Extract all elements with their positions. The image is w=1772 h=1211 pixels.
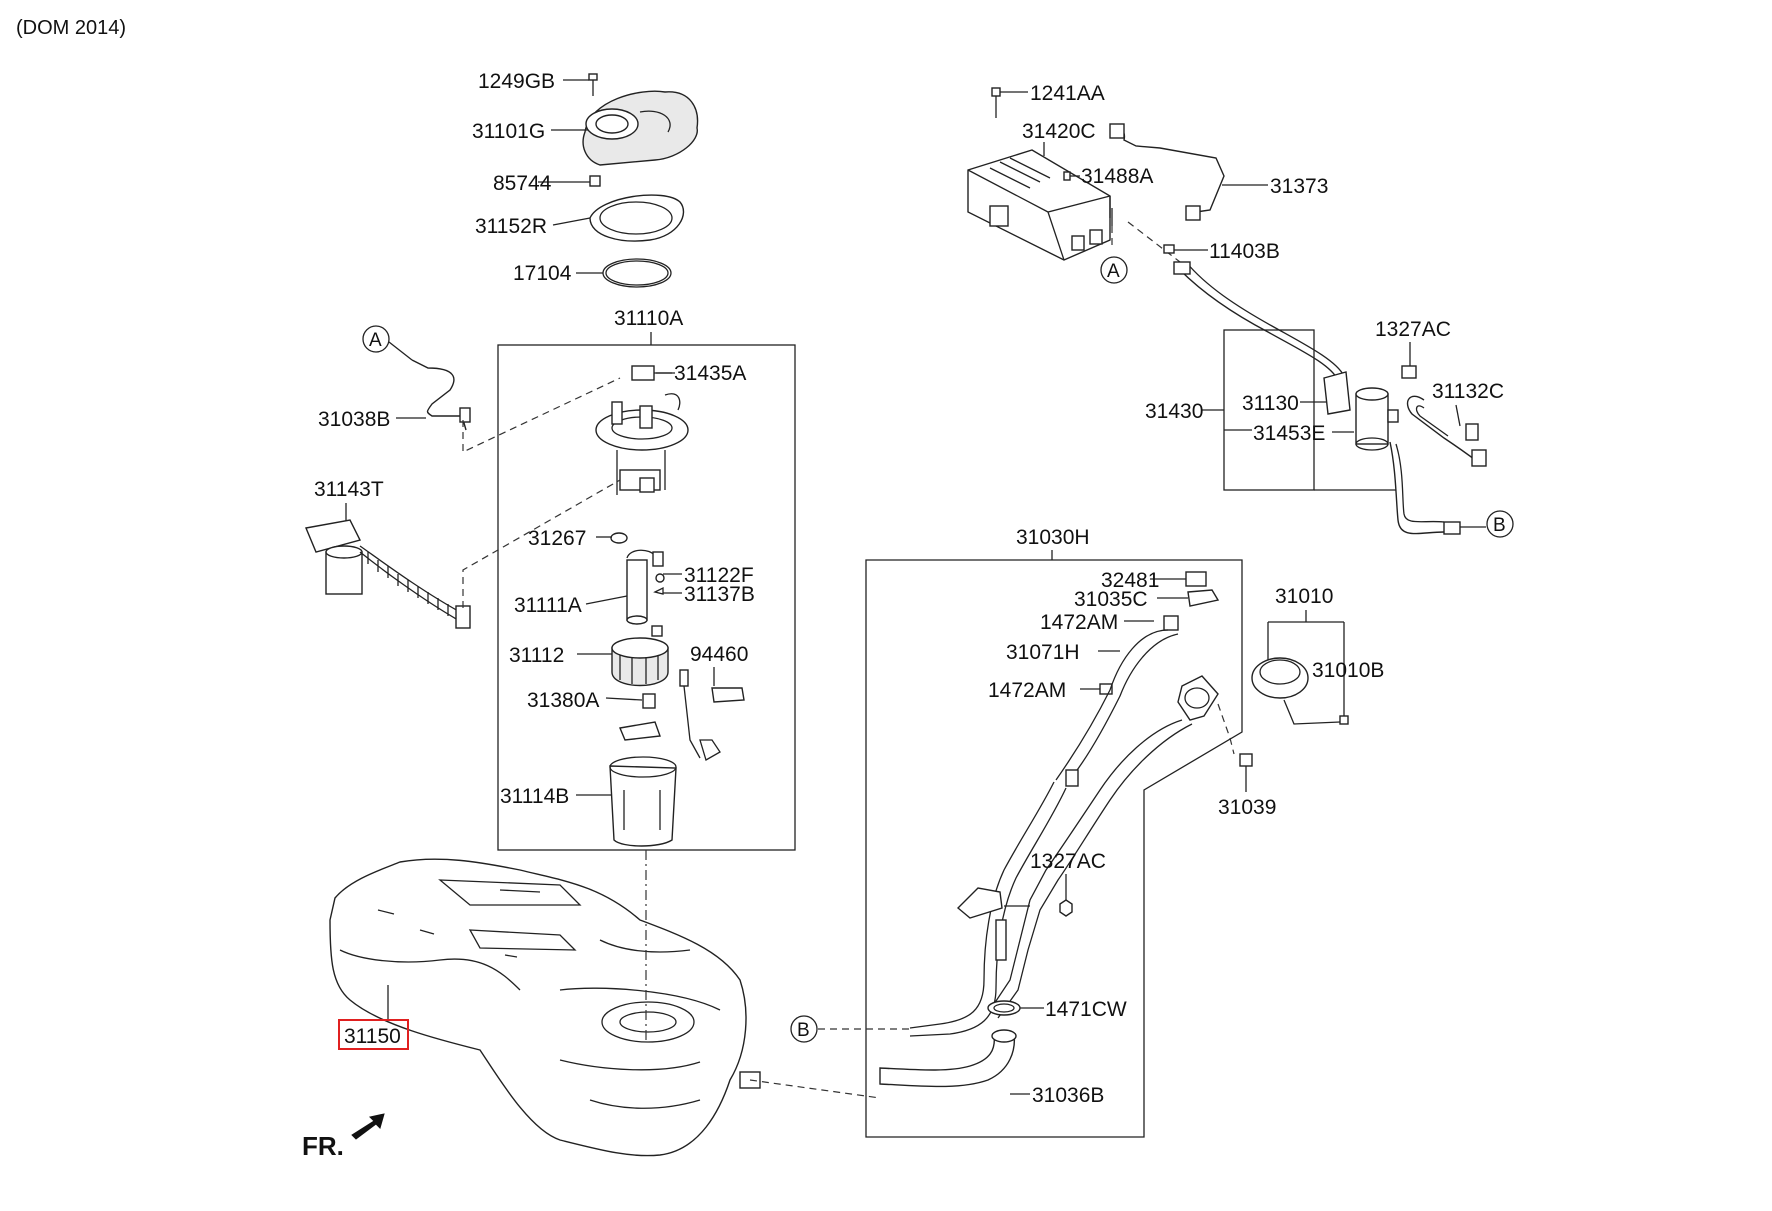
part-label-85744: 85744 (493, 172, 552, 195)
charcoal-canister-31420C (967, 149, 1111, 261)
front-direction-label: FR. (302, 1131, 344, 1161)
part-label-17104: 17104 (513, 262, 572, 285)
fuel-pump-module (595, 365, 745, 847)
filler-hose-31036B (879, 1029, 1017, 1088)
callout-b-left: B (797, 1020, 810, 1041)
callout-a-circle-right (1100, 256, 1128, 284)
part-label-31453E: 31453E (1253, 422, 1325, 445)
part-label-1472AM-b: 1472AM (988, 679, 1066, 702)
cover-plate-assembly (582, 73, 699, 288)
part-label-31122F: 31122F (684, 564, 754, 587)
part-label-31036B: 31036B (1032, 1084, 1104, 1107)
part-label-1327AC-top: 1327AC (1375, 318, 1451, 341)
fuel-filter-31143T (305, 519, 471, 629)
highlight-box-31150 (338, 1019, 409, 1050)
filler-neck-31030H (909, 629, 1219, 1037)
callout-b-right: B (1493, 515, 1506, 536)
part-label-31110A: 31110A (614, 307, 683, 330)
part-label-1249GB: 1249GB (478, 70, 555, 93)
part-label-1241AA: 1241AA (1030, 82, 1105, 105)
model-year-note: (DOM 2014) (16, 17, 126, 39)
callout-a-left: A (369, 330, 382, 351)
part-label-94460: 94460 (690, 643, 748, 666)
callout-b-circle-right (1486, 510, 1514, 538)
vent-hose-31132C (1406, 395, 1487, 467)
part-label-31071H: 31071H (1006, 641, 1080, 664)
part-label-31373: 31373 (1270, 175, 1328, 198)
part-label-31035C: 31035C (1074, 588, 1148, 611)
part-label-1472AM-a: 1472AM (1040, 611, 1118, 634)
part-label-31430: 31430 (1145, 400, 1203, 423)
part-label-31114B: 31114B (500, 785, 569, 808)
part-label-11403B: 11403B (1209, 240, 1280, 263)
part-label-31010: 31010 (1275, 585, 1333, 608)
part-label-32481: 32481 (1101, 569, 1159, 592)
part-label-1471CW: 1471CW (1045, 998, 1127, 1021)
front-direction-arrow-icon (351, 1113, 385, 1140)
fuel-line-31038B (411, 359, 467, 431)
part-label-31112: 31112 (509, 644, 564, 667)
part-label-31488A: 31488A (1081, 165, 1153, 188)
part-label-31380A: 31380A (527, 689, 599, 712)
part-label-31039: 31039 (1218, 796, 1276, 819)
part-label-31111A: 31111A (514, 594, 582, 617)
part-label-31137B: 31137B (684, 583, 755, 606)
filler-neck-group-box (865, 559, 1243, 1138)
part-label-31132C: 31132C (1432, 380, 1504, 403)
fuel-vapor-separator-31130 (1323, 371, 1461, 535)
part-label-31420C: 31420C (1022, 120, 1096, 143)
callout-b-circle-left (790, 1015, 818, 1043)
fuel-tank-31150 (329, 858, 761, 1157)
part-label-31435A: 31435A (674, 362, 746, 385)
part-label-1327AC-mid: 1327AC (1030, 850, 1106, 873)
part-label-31010B: 31010B (1312, 659, 1384, 682)
part-label-31130: 31130 (1242, 392, 1299, 415)
callout-a-right: A (1107, 261, 1120, 282)
callout-a-circle-left (362, 325, 390, 353)
part-label-31150: 31150 (344, 1025, 401, 1048)
part-label-31101G: 31101G (472, 120, 545, 143)
part-label-31030H: 31030H (1016, 526, 1090, 549)
part-label-31038B: 31038B (318, 408, 390, 431)
hose-to-31130 (1179, 269, 1339, 381)
fuel-cap-31010 (1251, 657, 1349, 725)
part-label-31267: 31267 (528, 527, 586, 550)
part-label-31143T: 31143T (314, 478, 384, 501)
part-label-31152R: 31152R (475, 215, 547, 238)
